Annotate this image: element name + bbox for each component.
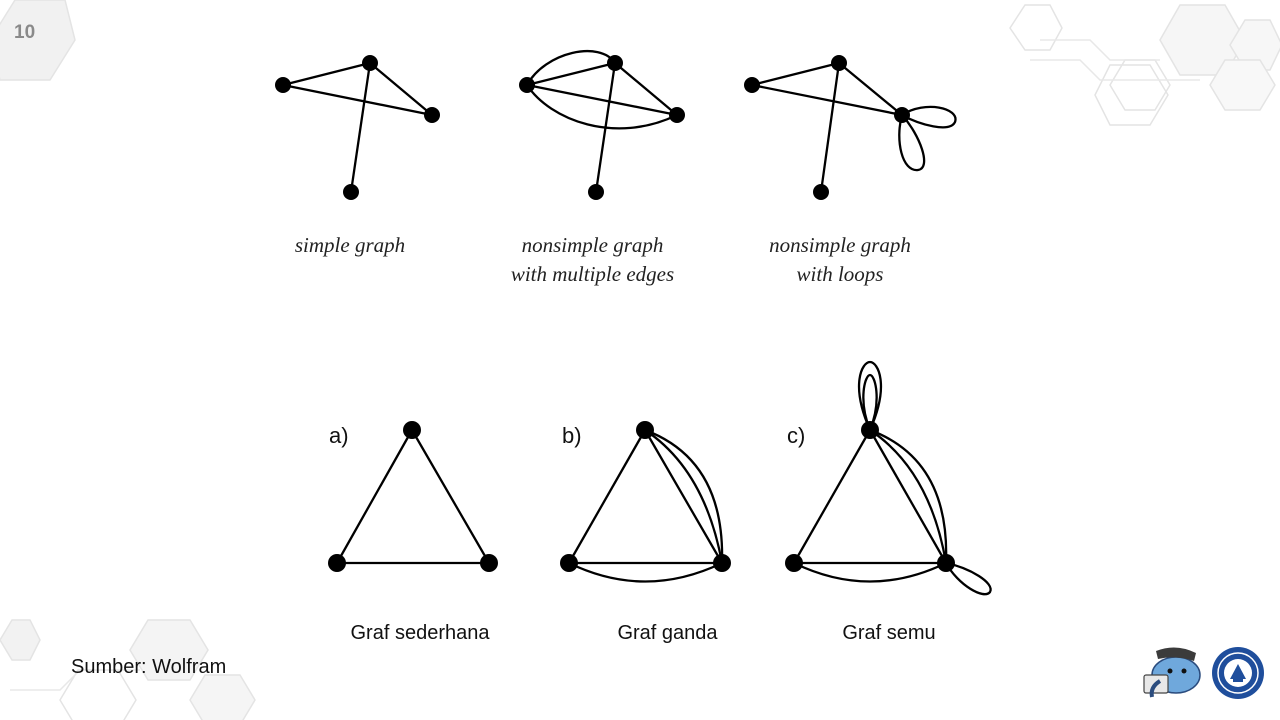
mascot-elephant-icon (1143, 647, 1201, 698)
caption-loops: nonsimple graph with loops (769, 233, 911, 286)
slide-number: 10 (14, 22, 36, 43)
graph-c-drawing (792, 360, 992, 596)
label-c: c) (787, 423, 806, 448)
caption-graf-semu: Graf semu (842, 622, 936, 644)
caption-multiple-edges: nonsimple graph with multiple edges (510, 233, 675, 286)
graph-a-drawing (335, 428, 491, 565)
graph-b-drawing (567, 428, 724, 583)
simple-graph-drawing (281, 61, 434, 194)
loops-graph-drawing (750, 61, 957, 194)
label-b: b) (562, 423, 582, 448)
caption-graf-sederhana: Graf sederhana (350, 622, 490, 644)
multiple-edges-graph-drawing (525, 49, 679, 194)
university-seal-icon (1212, 647, 1264, 699)
caption-simple-graph: simple graph (294, 233, 406, 257)
caption-graf-ganda: Graf ganda (617, 622, 718, 644)
source-credit: Sumber: Wolfram (71, 656, 227, 678)
label-a: a) (329, 423, 349, 448)
